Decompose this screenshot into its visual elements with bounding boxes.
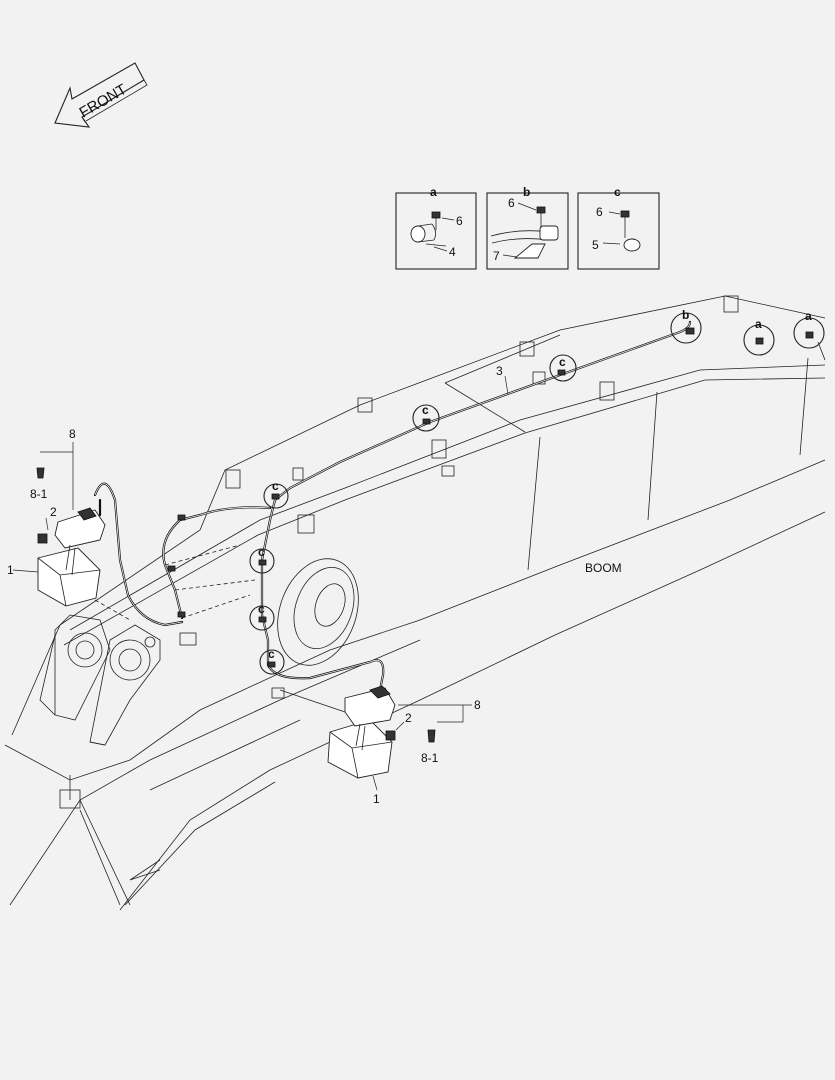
detail-box-c-callout-5: 5	[592, 238, 599, 252]
callout-lamp-box-upper: 1	[7, 563, 14, 577]
front-arrow-label: FRONT	[77, 81, 130, 122]
clamp-marker-c: c	[268, 647, 275, 661]
detail-box-a: a 6 4	[395, 185, 477, 270]
detail-box-c-callout-6: 6	[596, 205, 603, 219]
callout-lamp-assembly-lower: 8	[474, 698, 481, 712]
clamp-marker-c: c	[258, 545, 265, 559]
detail-box-a-callout-4: 4	[449, 245, 456, 259]
detail-box-b-callout-6: 6	[508, 196, 515, 210]
clamp-markers: c c c c c c b a a	[167, 308, 825, 675]
detail-box-c: c 6 5	[577, 185, 660, 270]
wire-harness: 3	[93, 320, 692, 692]
front-arrow: FRONT	[54, 62, 148, 128]
clamp-marker-a: a	[755, 317, 762, 331]
callout-lamp-box-lower: 1	[373, 792, 380, 806]
detail-box-a-title: a	[430, 185, 437, 199]
clamp-marker-c: c	[559, 355, 566, 369]
clamp-marker-a: a	[805, 309, 812, 323]
detail-box-a-callout-6: 6	[456, 214, 463, 228]
callout-harness: 3	[496, 364, 503, 378]
detail-box-b-callout-7: 7	[493, 249, 500, 263]
callout-lamp-assembly-upper: 8	[69, 427, 76, 441]
callout-bulb-lower: 8-1	[421, 751, 439, 765]
callout-bolt-upper: 2	[50, 505, 57, 519]
work-lamp-lower: 1 2 8 8-1	[327, 685, 481, 806]
boom-label: BOOM	[585, 561, 622, 575]
detail-box-b: b 6 7	[486, 185, 569, 270]
callout-bolt-lower: 2	[405, 711, 412, 725]
clamp-marker-c: c	[272, 479, 279, 493]
clamp-marker-c: c	[422, 403, 429, 417]
clamp-marker-b: b	[682, 308, 689, 322]
callout-bulb-upper: 8-1	[30, 487, 48, 501]
detail-box-b-title: b	[523, 185, 530, 199]
clamp-marker-c: c	[258, 602, 265, 616]
work-lamp-upper: 1 2 8 8-1	[7, 427, 106, 607]
detail-box-c-title: c	[614, 185, 621, 199]
boom-structure	[4, 295, 826, 911]
